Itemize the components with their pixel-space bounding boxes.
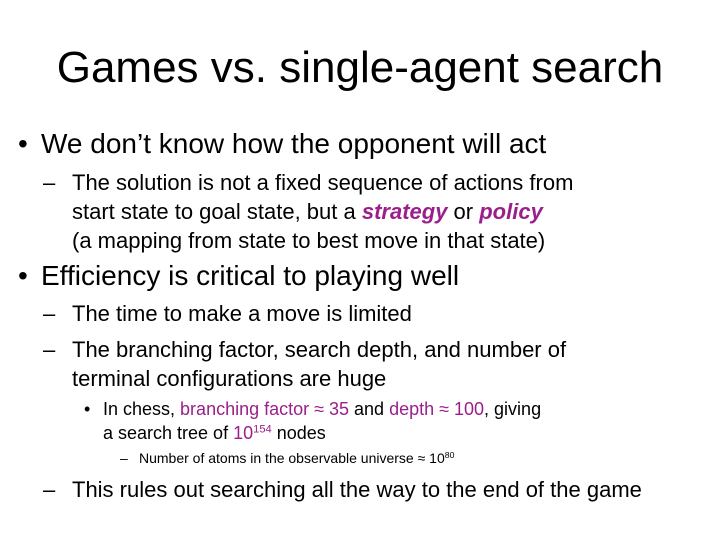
chess-line-1: In chess, branching factor ≈ 35 and dept…: [103, 397, 541, 421]
atoms-exponent: 80: [444, 449, 455, 460]
time-limited-text: The time to make a move is limited: [72, 301, 412, 326]
atoms-text: Number of atoms in the observable univer…: [139, 450, 430, 466]
chess-line-2: a search tree of 10154 nodes: [103, 421, 326, 445]
rules-out-text: This rules out searching all the way to …: [72, 477, 642, 502]
tree-size-exponent: 154: [253, 423, 272, 436]
branching-factor-term: branching factor ≈ 35: [180, 399, 350, 419]
atoms-base: 10: [429, 450, 445, 466]
bullet-marker: •: [18, 128, 28, 159]
solution-line-2: start state to goal state, but a strateg…: [72, 197, 543, 226]
chess-post: , giving: [484, 399, 542, 419]
and-word: and: [349, 399, 390, 419]
tree-post: nodes: [271, 423, 326, 443]
bullet-marker: •: [84, 399, 91, 419]
policy-term: policy: [479, 199, 543, 224]
dash-marker: –: [43, 170, 56, 195]
dash-marker: –: [120, 450, 128, 466]
solution-line-1: The solution is not a fixed sequence of …: [72, 170, 574, 195]
bullet-marker: •: [18, 260, 28, 291]
tree-size: 10154: [233, 423, 272, 443]
solution-line-3: (a mapping from state to best move in th…: [72, 228, 546, 253]
tree-pre: a search tree of: [103, 423, 234, 443]
or-word: or: [447, 199, 480, 224]
dash-marker: –: [43, 301, 56, 326]
atoms-line: Number of atoms in the observable univer…: [139, 449, 454, 467]
bullet-efficiency-text: Efficiency is critical to playing well: [41, 260, 460, 291]
solution-line-2-pre: start state to goal state, but a: [72, 199, 362, 224]
chess-pre: In chess,: [103, 399, 181, 419]
dash-marker: –: [43, 477, 56, 502]
branching-line-1: The branching factor, search depth, and …: [72, 337, 567, 362]
bullet-opponent-text: We don’t know how the opponent will act: [41, 128, 547, 159]
strategy-term: strategy: [361, 199, 448, 224]
dash-marker: –: [43, 337, 56, 362]
depth-term: depth ≈ 100: [389, 399, 485, 419]
slide-title: Games vs. single-agent search: [56, 43, 664, 92]
tree-size-base: 10: [233, 423, 254, 443]
branching-line-2: terminal configurations are huge: [72, 366, 387, 391]
